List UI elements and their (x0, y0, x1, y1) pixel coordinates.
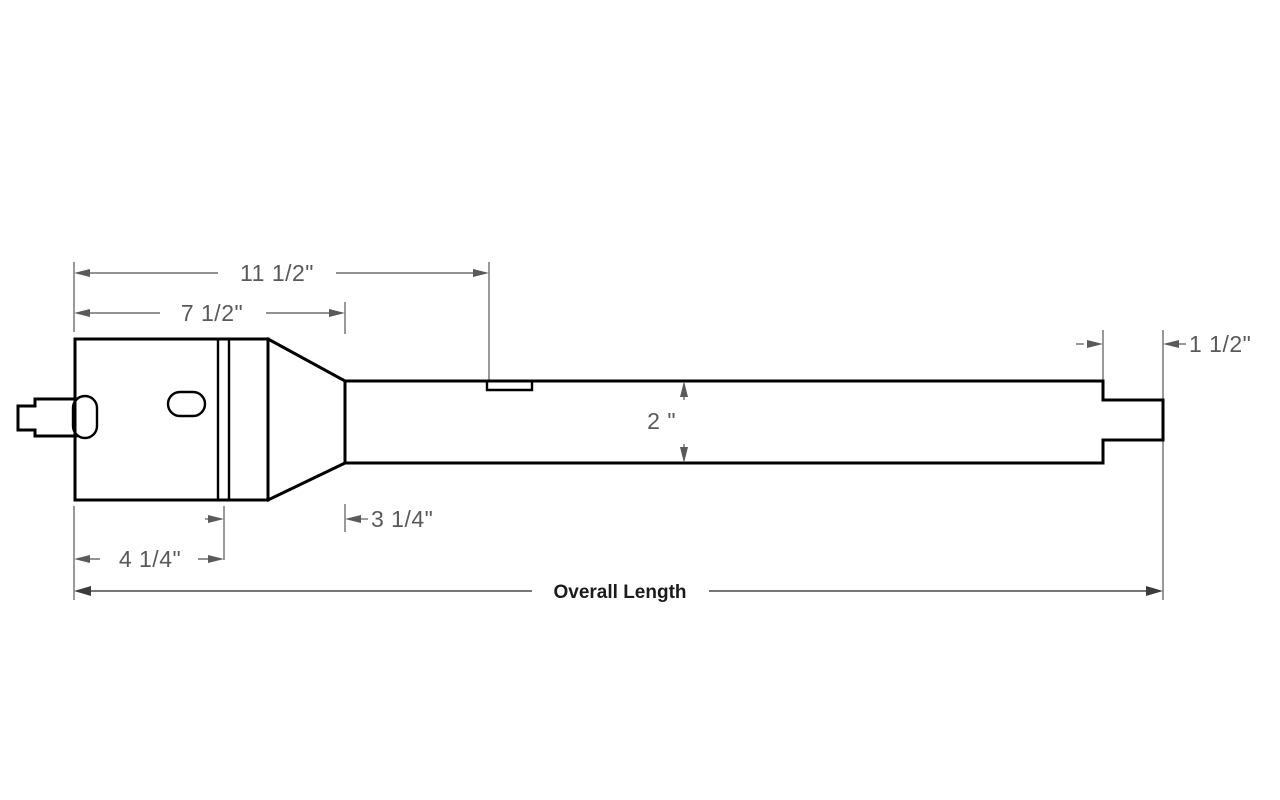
dim-label-head-to-taper-end: 7 1/2" (181, 300, 243, 326)
dim-label-head-length: 4 1/4" (119, 546, 181, 572)
dim-label-taper-offset: 3 1/4" (371, 506, 433, 532)
dim-label-overall-top: 11 1/2" (240, 260, 314, 286)
left-stub-small (16, 404, 37, 432)
dimension-taper-offset: 3 1/4" (345, 506, 433, 532)
dimension-head-length: 4 1/4" (74, 546, 224, 572)
arrow-right-1half (1163, 340, 1179, 348)
arrow-left-1half (1087, 340, 1103, 348)
head-block (73, 337, 270, 502)
part-outline (16, 336, 1165, 503)
dim-label-right-stub: 1 1/2" (1189, 331, 1251, 357)
arrow-right-11half (473, 269, 489, 277)
arrow-left-overall (74, 586, 91, 596)
dimension-collar-tick (205, 515, 224, 523)
dim-label-overall-length: Overall Length (553, 582, 686, 603)
dimension-overall-top: 11 1/2" (74, 260, 489, 286)
taper-top-edge (265, 336, 348, 384)
dimension-head-to-taper-end: 7 1/2" (74, 300, 345, 326)
arrow-down-2in (680, 447, 688, 463)
dimension-overall-length: Overall Length (74, 582, 1163, 603)
side-hole-oval (166, 390, 207, 418)
arrow-right-collar-tick (208, 515, 224, 523)
arrow-left-11half (74, 269, 90, 277)
arrow-left-3quarter (345, 515, 361, 523)
dim-label-tube-diameter: 2 " (647, 408, 676, 434)
right-stub (1101, 398, 1165, 442)
arrow-right-4quarter (208, 555, 224, 563)
tube-slot (485, 380, 534, 392)
extension-lines (73, 262, 1164, 600)
arrow-left-7half (74, 309, 90, 317)
end-slot-oval (71, 394, 99, 440)
arrow-right-overall (1146, 586, 1163, 596)
taper-bottom-edge (265, 460, 348, 503)
dimension-tube-diameter: 2 " (647, 381, 688, 463)
arrow-right-7half (329, 309, 345, 317)
arrow-up-2in (680, 381, 688, 397)
arrow-left-4quarter (74, 555, 90, 563)
dimension-right-stub: 1 1/2" (1076, 331, 1251, 357)
